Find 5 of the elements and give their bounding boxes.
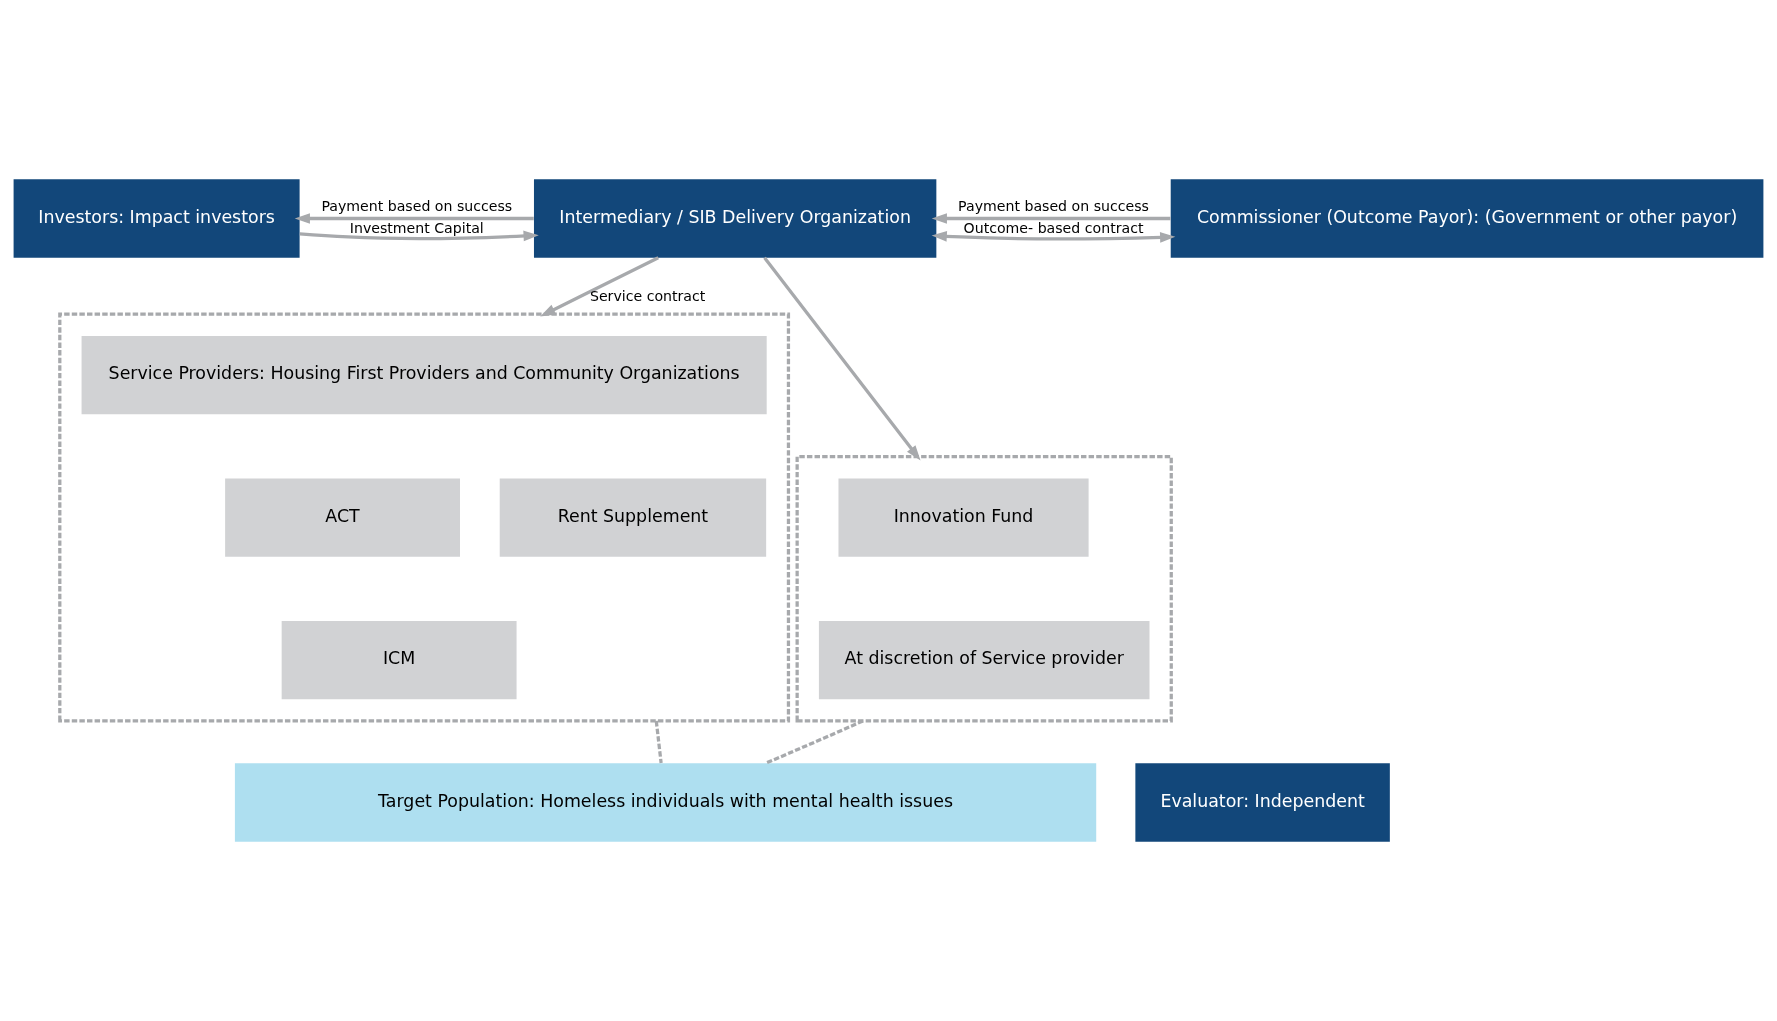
edge-label: Outcome- based contract: [963, 220, 1144, 237]
edge-label: Service contract: [589, 287, 706, 304]
edge-label: Investment Capital: [349, 220, 484, 237]
edge-label: Payment based on success: [321, 198, 513, 215]
edge-label: Payment based on success: [958, 198, 1149, 215]
